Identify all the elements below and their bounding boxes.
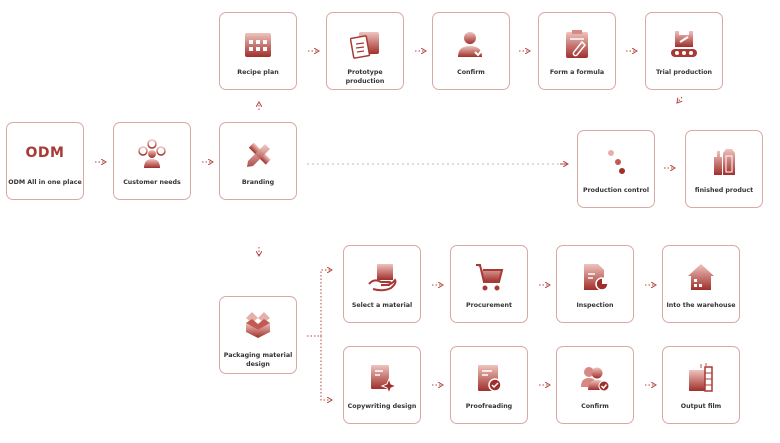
shopping-cart-icon [476, 264, 504, 291]
document-sparkle-icon [371, 365, 397, 393]
node-recipe-plan: Recipe plan [219, 12, 297, 90]
open-box-icon [246, 312, 270, 338]
node-confirm-1: Confirm [432, 12, 510, 90]
arrow [677, 96, 682, 103]
node-select-material: Select a material [343, 245, 421, 323]
node-label: Inspection [576, 302, 614, 309]
arrow [320, 336, 332, 400]
bottles-icon [714, 149, 735, 175]
node-label: Into the warehouse [666, 302, 736, 309]
node-form-formula: Form a formula [538, 12, 616, 90]
clipboard-test-tube-icon [566, 30, 588, 58]
node-label: Recipe plan [237, 69, 279, 76]
node-label: ODM All in one place [8, 179, 82, 186]
node-label: finished product [694, 187, 754, 194]
arrow [307, 270, 332, 337]
calendar-icon [245, 33, 271, 57]
node-production-control: Production control [577, 130, 655, 208]
node-label: Select a material [351, 302, 413, 309]
node-label: Packaging material design [223, 352, 293, 368]
node-label: Copywriting design [347, 403, 417, 410]
node-label: Branding [241, 179, 275, 186]
node-label: Procurement [466, 302, 512, 309]
node-odm: ODM ODM All in one place [6, 122, 84, 200]
user-check-icon [458, 32, 484, 57]
report-chart-icon [584, 264, 609, 291]
node-label: Prototype production [345, 69, 385, 85]
conveyor-icon [671, 31, 697, 57]
node-label: Trial production [655, 69, 713, 76]
pencil-ruler-icon [247, 142, 271, 167]
users-check-icon [581, 367, 610, 392]
node-prototype-production: Prototype production [326, 12, 404, 90]
odm-logo: ODM [25, 145, 65, 161]
node-branding: Branding [219, 122, 297, 200]
node-output-film: Output film [662, 346, 740, 424]
node-label: Production control [582, 187, 650, 194]
node-label: Customer needs [123, 179, 181, 186]
clipboard-box-icon [350, 32, 379, 59]
warehouse-icon [688, 264, 714, 290]
node-label: Form a formula [549, 69, 605, 76]
node-label: Proofreading [465, 403, 513, 410]
film-icon [689, 363, 713, 392]
node-copywriting-design: Copywriting design [343, 346, 421, 424]
node-procurement: Procurement [450, 245, 528, 323]
node-customer-needs: Customer needs [113, 122, 191, 200]
node-inspection: Inspection [556, 245, 634, 323]
sliders-icon [604, 150, 628, 174]
node-label: Confirm [581, 403, 609, 410]
node-proofreading: Proofreading [450, 346, 528, 424]
hand-box-icon [368, 264, 397, 292]
node-finished-product: finished product [685, 130, 763, 208]
node-label: Output film [680, 403, 722, 410]
node-confirm-2: Confirm [556, 346, 634, 424]
node-into-warehouse: Into the warehouse [662, 245, 740, 323]
node-label: Confirm [457, 69, 485, 76]
node-packaging-material-design: Packaging material design [219, 296, 297, 374]
customer-needs-icon [138, 139, 166, 168]
document-check-icon [478, 365, 502, 392]
node-trial-production: Trial production [645, 12, 723, 90]
